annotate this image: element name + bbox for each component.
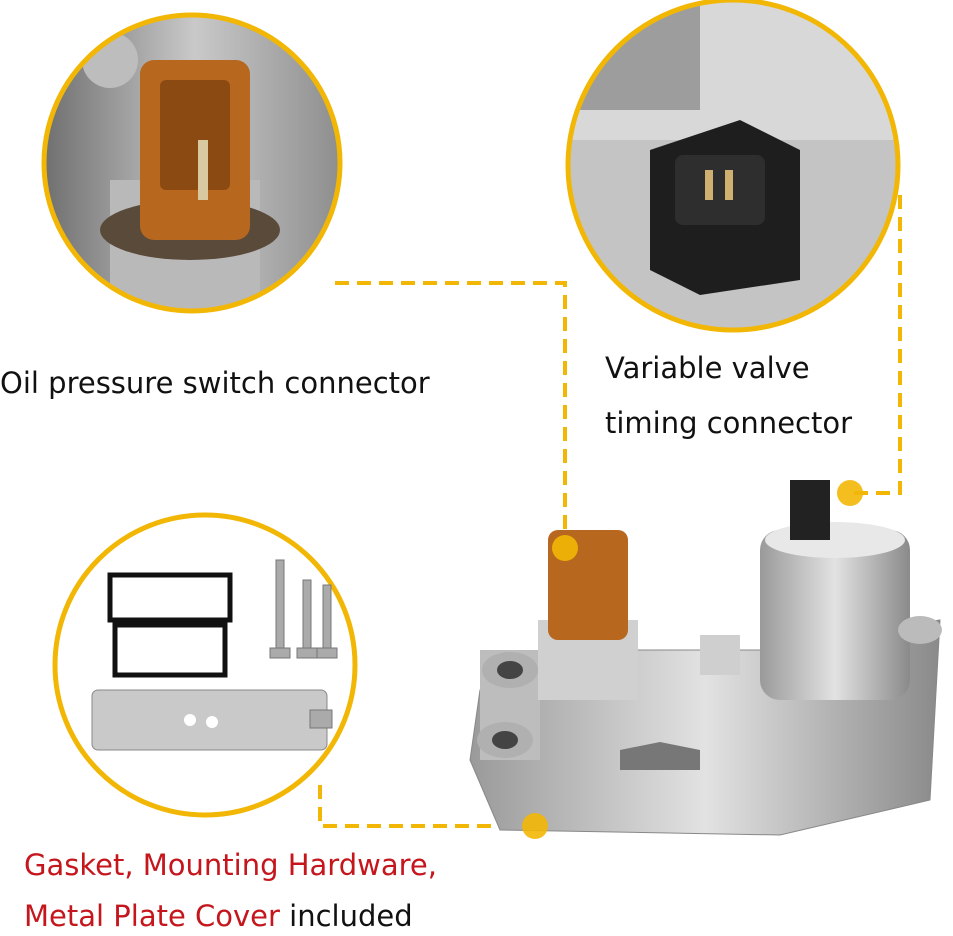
oil-pressure-label: Oil pressure switch connector — [0, 366, 430, 400]
dashed-leader-lines — [318, 195, 902, 828]
oil-pressure-zoom-circle — [44, 15, 340, 311]
vvt-label-line1: Variable valve — [605, 351, 810, 385]
included-label-line1: Gasket, Mounting Hardware, — [24, 848, 437, 882]
included-text: included — [279, 899, 413, 933]
gasket-kit-circle — [52, 512, 358, 818]
metal-plate-text: Metal Plate Cover — [24, 899, 280, 933]
vtec-solenoid-assembly — [469, 480, 942, 839]
included-label-line2: Metal Plate Cover included — [24, 899, 413, 934]
vvt-label-line2: timing connector — [605, 406, 853, 440]
